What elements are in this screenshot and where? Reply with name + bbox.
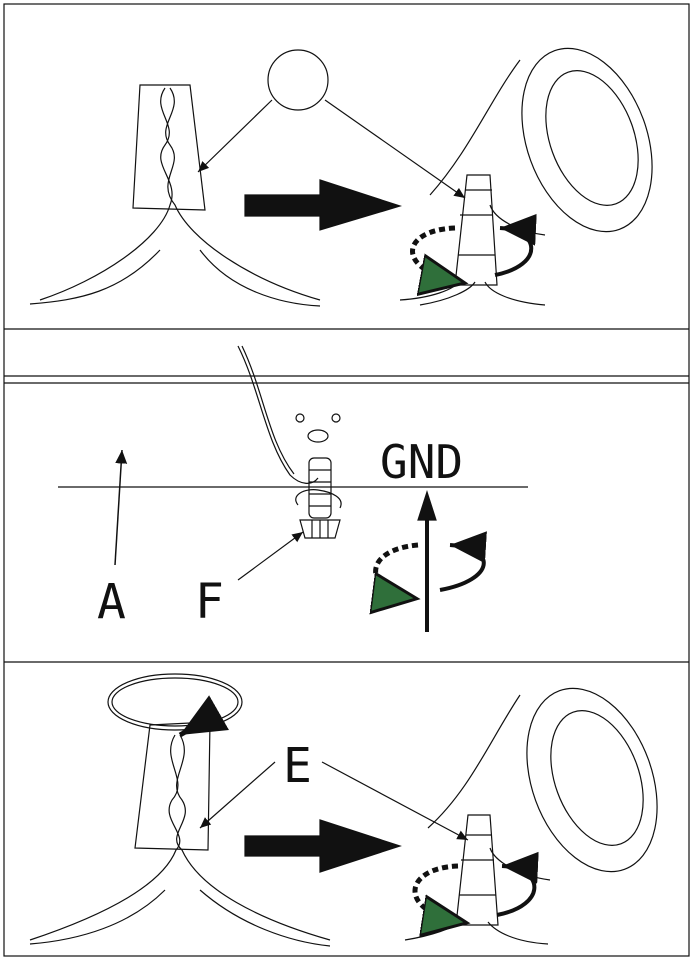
taped-connector (399, 174, 546, 306)
forward-arrow-icon (244, 819, 402, 873)
tape-roll (429, 47, 653, 236)
rotate-arrows-icon (412, 851, 539, 922)
rotate-arrows-icon (410, 213, 537, 282)
forward-arrow-icon (244, 179, 403, 231)
screw-terminal (295, 457, 342, 539)
panel-frames (3, 3, 690, 957)
up-arrow-icon (114, 449, 128, 566)
taped-connector (404, 814, 549, 945)
label-f: F (195, 574, 224, 630)
tape-roll (427, 687, 658, 881)
rotate-arrows-icon (376, 531, 487, 598)
panel-1-twist-and-tape (29, 47, 653, 307)
label-a: A (97, 574, 126, 630)
gnd-up-arrow (417, 490, 437, 632)
wire-sleeve-before (29, 84, 321, 307)
panel-3-loop-and-tape (29, 673, 658, 947)
wire-loop (107, 673, 243, 731)
label-e: E (283, 738, 312, 794)
gnd-label: GND (380, 435, 463, 489)
panel-2-ground-connection (58, 345, 528, 632)
callout-circle (267, 49, 329, 111)
